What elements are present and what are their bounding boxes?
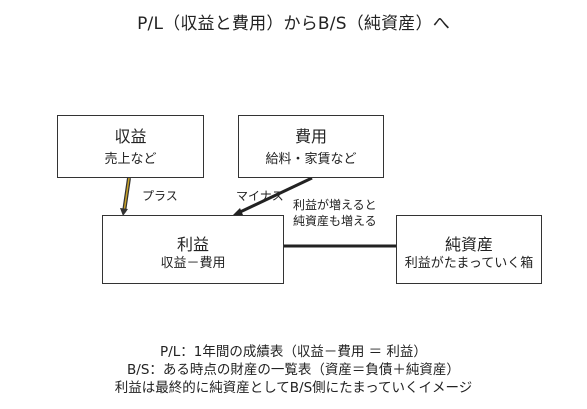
equity-title: 純資産 (444, 235, 493, 254)
arrow-profit-to-equity (284, 242, 408, 250)
revenue-box: 収益 売上など (57, 115, 204, 178)
profit-box: 利益 収益－費用 (102, 215, 284, 284)
profit-title: 利益 (176, 235, 209, 254)
expense-subtitle: 給料・家賃など (265, 152, 357, 167)
footer-line-summary: 利益は最終的に純資産としてB/S側にたまっていくイメージ (114, 380, 473, 396)
label-increase-line2: 純資産も増える (293, 214, 377, 228)
equity-subtitle: 利益がたまっていく箱 (404, 256, 534, 271)
expense-title: 費用 (294, 127, 327, 146)
label-plus: プラス (142, 189, 178, 203)
diagram-title: P/L（収益と費用）からB/S（純資産）へ (137, 14, 450, 34)
arrow-expense-to-profit (232, 176, 313, 216)
revenue-subtitle: 売上など (104, 152, 157, 167)
footer-line-pl: P/L：1年間の成績表（収益－費用 ＝ 利益） (160, 344, 427, 360)
equity-box: 純資産 利益がたまっていく箱 (396, 215, 542, 284)
revenue-title: 収益 (114, 127, 147, 146)
footer-line-bs: B/S：ある時点の財産の一覧表（資産＝負債＋純資産） (127, 362, 460, 378)
profit-subtitle: 収益－費用 (160, 256, 226, 271)
arrow-revenue-to-profit (120, 177, 131, 216)
expense-box: 費用 給料・家賃など (238, 115, 384, 178)
label-increase-line1: 利益が増えると (293, 198, 377, 212)
label-minus: マイナス (236, 189, 284, 203)
